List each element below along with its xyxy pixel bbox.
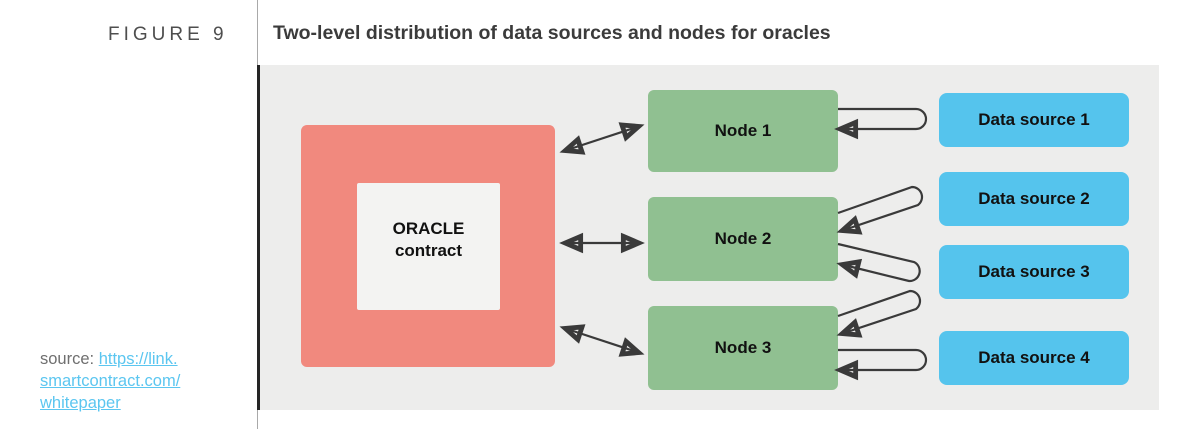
source-link-line2: smartcontract.com/ [40,372,181,390]
node-3-box: Node 3 [648,306,838,390]
source-link[interactable]: https://link. smartcontract.com/ whitepa… [40,350,250,414]
data-source-1-box: Data source 1 [939,93,1129,147]
source-link-line3: whitepaper [40,394,121,412]
oracle-label-line2: contract [394,240,463,260]
node-2-label: Node 2 [714,229,772,248]
node-3-label: Node 3 [714,338,772,357]
source-prefix: source: [40,350,95,368]
data-source-3-label: Data source 3 [978,262,1090,281]
data-source-4-label: Data source 4 [978,348,1090,367]
data-source-1-label: Data source 1 [978,110,1090,129]
figure-title: Two-level distribution of data sources a… [273,22,831,44]
source-link-line1: https://link. [98,350,178,368]
data-source-4-box: Data source 4 [939,331,1129,385]
data-source-2-box: Data source 2 [939,172,1129,226]
node-2-box: Node 2 [648,197,838,281]
source-attribution: source: https://link. smartcontract.com/… [40,348,250,414]
oracle-contract-label-box: ORACLE contract [357,183,500,310]
oracle-label-line1: ORACLE [392,218,465,238]
figure-label: FIGURE 9 [108,24,228,45]
node-1-box: Node 1 [648,90,838,172]
data-source-2-label: Data source 2 [978,189,1090,208]
data-source-3-box: Data source 3 [939,245,1129,299]
node-1-label: Node 1 [714,121,772,140]
